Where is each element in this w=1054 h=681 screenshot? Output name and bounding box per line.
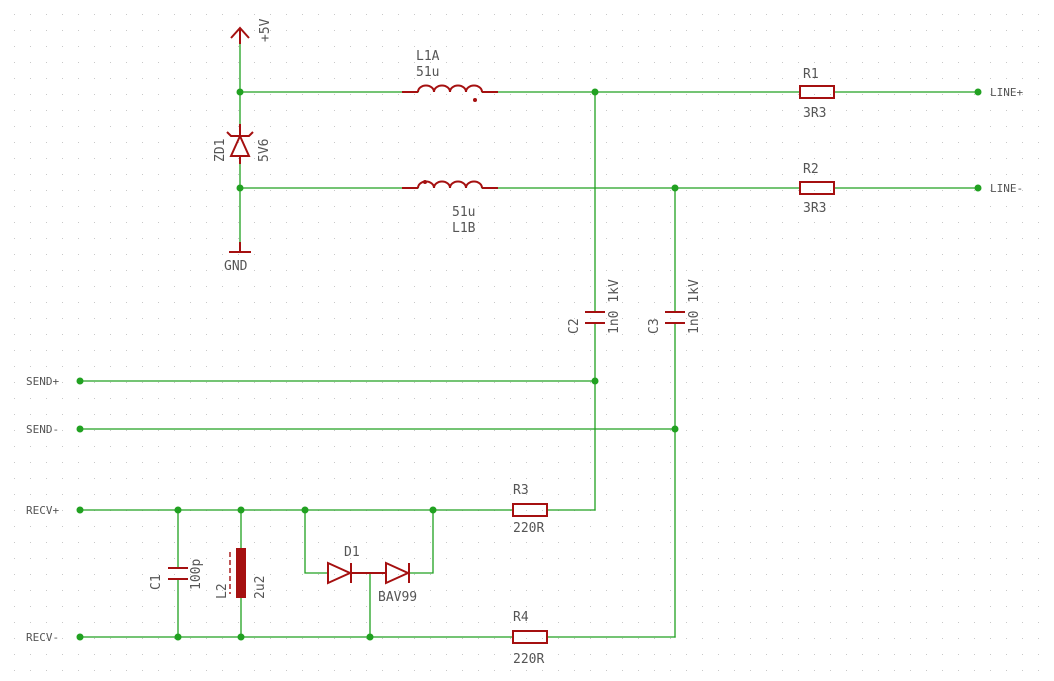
junction-dot bbox=[366, 633, 374, 641]
d1-name: D1 bbox=[344, 545, 360, 560]
r2-name: R2 bbox=[803, 162, 819, 177]
r1-name: R1 bbox=[803, 67, 819, 82]
junction-dot bbox=[174, 506, 182, 514]
r4-value: 220R bbox=[513, 652, 544, 667]
wires bbox=[79, 35, 979, 638]
net-label-recv-neg: RECV- bbox=[26, 631, 59, 644]
resistor-r2 bbox=[799, 181, 835, 195]
junction-dot bbox=[236, 184, 244, 192]
supply-symbol bbox=[230, 26, 250, 44]
wire-d1-right bbox=[409, 509, 434, 574]
c2-value: 1n0 1kV bbox=[607, 279, 622, 334]
r4-name: R4 bbox=[513, 610, 529, 625]
l2-value: 2u2 bbox=[253, 576, 268, 599]
net-endpoint-line-neg bbox=[974, 184, 982, 192]
d1-value: BAV99 bbox=[378, 590, 417, 605]
l1a-value: 51u bbox=[416, 65, 439, 80]
junction-dot bbox=[301, 506, 309, 514]
junctions bbox=[76, 88, 982, 641]
junction-dot bbox=[671, 425, 679, 433]
zener-diode-zd1 bbox=[226, 124, 254, 164]
junction-dot bbox=[237, 506, 245, 514]
junction-dot bbox=[671, 184, 679, 192]
junction-dot bbox=[591, 88, 599, 96]
inductor-l1a bbox=[402, 84, 498, 102]
resistor-r4 bbox=[512, 630, 548, 644]
supply-label: +5V bbox=[258, 18, 273, 42]
junction-dot bbox=[237, 633, 245, 641]
net-label-recv-pos: RECV+ bbox=[26, 504, 59, 517]
l1b-value: 51u bbox=[452, 205, 475, 220]
net-label-send-pos: SEND+ bbox=[26, 375, 59, 388]
resistor-r1 bbox=[799, 85, 835, 99]
net-endpoint-send-neg bbox=[76, 425, 84, 433]
inductor-l2 bbox=[229, 548, 246, 598]
zd1-value: 5V6 bbox=[257, 139, 272, 162]
l1b-name: L1B bbox=[452, 221, 476, 236]
junction-dot bbox=[236, 88, 244, 96]
c3-name: C3 bbox=[647, 318, 662, 334]
net-endpoint-send-pos bbox=[76, 377, 84, 385]
r3-value: 220R bbox=[513, 521, 544, 536]
net-endpoint-recv-pos bbox=[76, 506, 84, 514]
junction-dot bbox=[591, 377, 599, 385]
net-endpoint-recv-neg bbox=[76, 633, 84, 641]
wire-d1-left bbox=[304, 509, 329, 574]
junction-dot bbox=[174, 633, 182, 641]
c3-value: 1n0 1kV bbox=[687, 279, 702, 334]
junction-dot bbox=[429, 506, 437, 514]
capacitor-c1 bbox=[168, 567, 188, 580]
diode-d1 bbox=[327, 561, 411, 585]
capacitor-c2 bbox=[585, 311, 605, 324]
resistor-r3 bbox=[512, 503, 548, 517]
labels: +5V GND ZD1 5V6 L1A 51u 51u L1B R1 3R3 R… bbox=[26, 18, 1023, 667]
zd1-name: ZD1 bbox=[213, 139, 228, 162]
c1-value: 100p bbox=[189, 559, 204, 590]
net-label-line-pos: LINE+ bbox=[990, 86, 1023, 99]
r1-value: 3R3 bbox=[803, 106, 826, 121]
c1-name: C1 bbox=[149, 574, 164, 590]
ground-label: GND bbox=[224, 259, 248, 274]
r3-name: R3 bbox=[513, 483, 529, 498]
dot-grid bbox=[14, 14, 1039, 671]
l2-name: L2 bbox=[215, 583, 230, 599]
capacitor-c3 bbox=[665, 311, 685, 324]
net-endpoint-line-pos bbox=[974, 88, 982, 96]
c2-name: C2 bbox=[567, 318, 582, 334]
inductor-l1b bbox=[402, 180, 498, 189]
net-label-send-neg: SEND- bbox=[26, 423, 59, 436]
l1a-name: L1A bbox=[416, 49, 440, 64]
net-label-line-neg: LINE- bbox=[990, 182, 1023, 195]
r2-value: 3R3 bbox=[803, 201, 826, 216]
ground-symbol bbox=[229, 242, 251, 253]
